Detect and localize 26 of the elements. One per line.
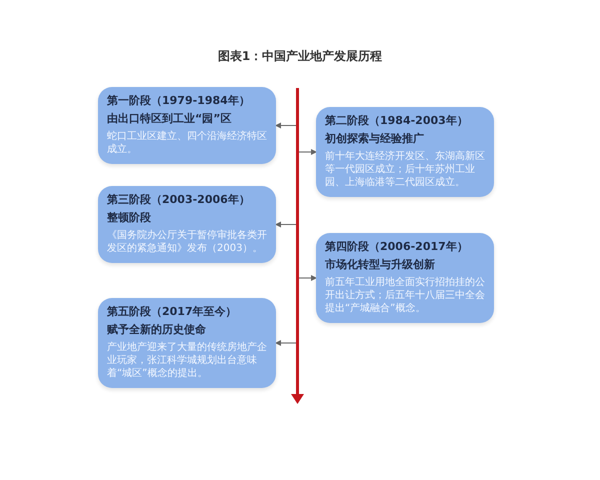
stage-card	[316, 107, 494, 197]
stage-card	[98, 186, 276, 263]
stage-heading: 第四阶段（2006-2017年）	[325, 240, 469, 254]
arrow	[298, 275, 317, 281]
stage-description: 《国务院办公厅关于暂停审批各类开发区的紧急通知》发布（2003）。	[107, 229, 267, 255]
stage-description: 产业地产迎来了大量的传统房地产企业玩家，张江科学城规划出台意味着“城区”概念的提出。	[107, 341, 267, 380]
stage-subtitle: 由出口特区到工业“园”区	[107, 112, 232, 126]
stage-heading: 第三阶段（2003-2006年）	[107, 193, 251, 207]
arrow	[275, 122, 296, 128]
stage-subtitle: 赋予全新的历史使命	[107, 323, 207, 337]
stage-heading: 第一阶段（1979-1984年）	[107, 94, 251, 108]
stage-subtitle: 市场化转型与升级创新	[325, 258, 436, 272]
stage-subtitle: 初创探索与经验推广	[325, 132, 425, 146]
stage-heading: 第五阶段（2017年至今）	[107, 305, 238, 319]
stage-subtitle: 整顿阶段	[107, 211, 152, 225]
arrow	[275, 222, 296, 228]
stage-card	[316, 233, 494, 323]
stage-card	[98, 298, 276, 388]
stage-description: 前十年大连经济开发区、东湖高新区等一代园区成立；后十年苏州工业园、上海临港等二代园区成立。	[325, 150, 485, 189]
stage-card	[98, 87, 276, 164]
stage-heading: 第二阶段（1984-2003年）	[325, 114, 469, 128]
chart-title: 图表1：中国产业地产发展历程	[216, 48, 384, 65]
arrow	[275, 340, 296, 346]
stage-description: 前五年工业用地全面实行招拍挂的公开出让方式；后五年十八届三中全会提出“产城融合”概念。	[325, 276, 485, 315]
stage-description: 蛇口工业区建立、四个沿海经济特区成立。	[107, 130, 267, 156]
arrow	[298, 149, 317, 155]
